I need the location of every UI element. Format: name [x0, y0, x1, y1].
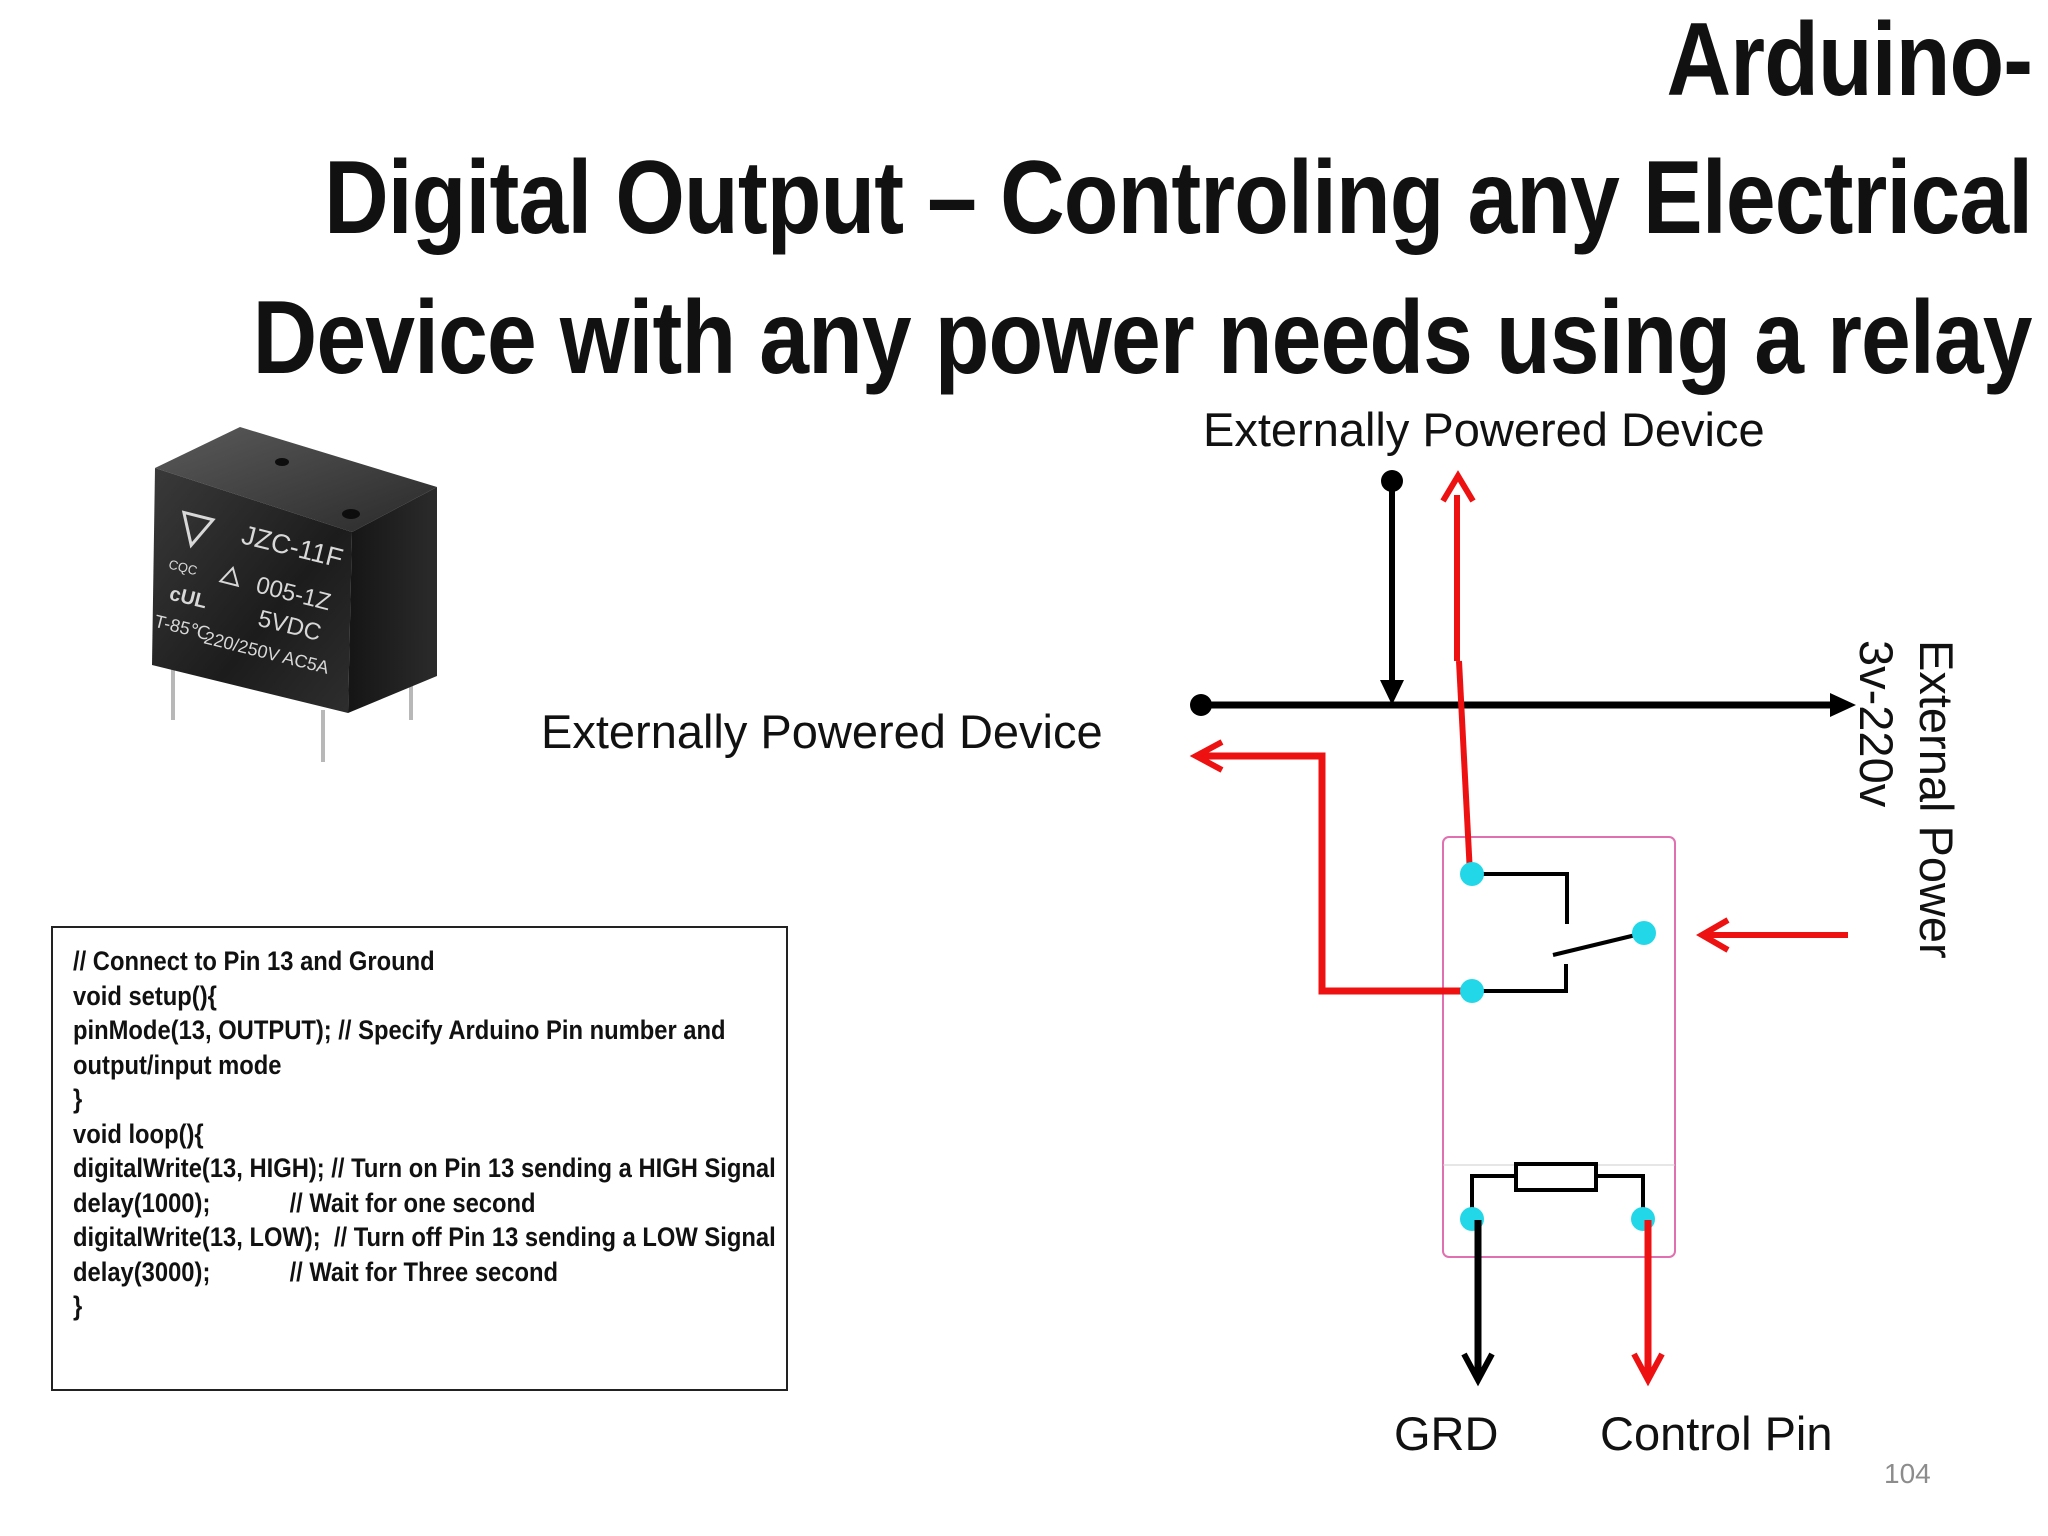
warning-triangle-icon	[218, 566, 240, 588]
title-line-3: Device with any power needs using a rela…	[252, 280, 2033, 396]
label-external-power: External Power	[1910, 640, 1963, 959]
label-grd: GRD	[1394, 1407, 1498, 1460]
page-number: 104	[1884, 1458, 1931, 1489]
code-line: output/input mode	[73, 1049, 282, 1080]
relay-top-face	[155, 427, 437, 532]
label-left-device: Externally Powered Device	[541, 705, 1103, 758]
switch-nc-wire	[1472, 872, 1569, 924]
left-device-red-wire	[1198, 752, 1471, 995]
external-power-arrow	[1830, 693, 1856, 717]
label-top-device: Externally Powered Device	[1203, 403, 1765, 456]
code-line: }	[73, 1084, 83, 1114]
top-device-red-arrow	[1440, 470, 1476, 503]
top-device-black-arrow	[1380, 680, 1404, 705]
switch-blade	[1552, 931, 1645, 957]
relay-housing	[1442, 836, 1676, 1258]
switch-common-wire	[1472, 964, 1568, 993]
coil-right-lead	[1596, 1174, 1645, 1219]
terminal-common	[1460, 979, 1484, 1003]
relay-hole	[275, 458, 289, 466]
code-line: }	[73, 1291, 83, 1321]
relay-front-face	[152, 468, 352, 713]
label-control-pin: Control Pin	[1600, 1407, 1833, 1460]
external-power-red-arrow	[1695, 917, 1730, 953]
code-line: digitalWrite(13, LOW); // Turn off Pin 1…	[73, 1222, 776, 1252]
code-line: digitalWrite(13, HIGH); // Turn on Pin 1…	[73, 1153, 776, 1183]
relay-pin	[409, 676, 413, 720]
title-line-2: Digital Output – Controling any Electric…	[323, 140, 2033, 256]
relay-side-face	[348, 487, 437, 713]
coil-resistor	[1514, 1162, 1598, 1192]
relay-pin	[321, 710, 325, 762]
code-line: delay(1000); // Wait for one second	[73, 1187, 536, 1218]
code-line: // Connect to Pin 13 and Ground	[73, 946, 435, 976]
top-device-red-wire-lower	[1456, 660, 1473, 875]
control-pin-arrow	[1631, 1352, 1665, 1387]
relay-marking-cert: CQC	[167, 557, 199, 579]
code-line: delay(3000); // Wait for Three second	[73, 1256, 559, 1287]
code-line: void setup(){	[73, 980, 217, 1011]
relay-pin	[171, 668, 175, 720]
relay-hole	[342, 509, 360, 519]
relay-logo-icon	[181, 510, 216, 549]
code-line: void loop(){	[73, 1118, 204, 1149]
label-power-range: 3v-220v	[1850, 640, 1903, 808]
code-line: pinMode(13, OUTPUT); // Specify Arduino …	[73, 1015, 726, 1045]
ground-arrow	[1461, 1352, 1495, 1387]
terminal-nc	[1460, 862, 1484, 886]
left-device-red-arrow	[1189, 739, 1224, 773]
code-box: // Connect to Pin 13 and Ground void set…	[51, 926, 788, 1391]
terminal-no	[1632, 921, 1656, 945]
coil-left-lead	[1470, 1174, 1516, 1219]
title-line-1: Arduino-	[1666, 2, 2033, 118]
